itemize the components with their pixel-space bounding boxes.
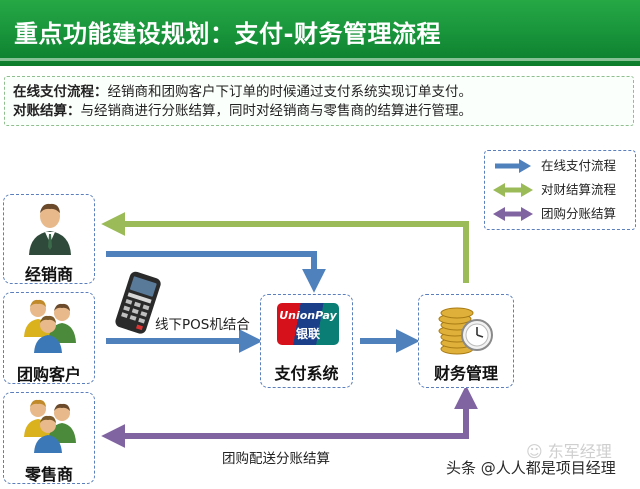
legend-label-group-split: 团购分账结算 xyxy=(541,206,617,221)
description-line-1: 在线支付流程：经销商和团购客户下订单的时候通过支付系统实现订单支付。 xyxy=(13,83,625,102)
header-banner: 重点功能建设规划：支付-财务管理流程 xyxy=(0,0,640,66)
group-people-icon xyxy=(24,299,76,353)
unionpay-logo: UnionPay 银联 xyxy=(277,303,339,345)
arrow-finance-to-dealer xyxy=(101,212,469,283)
arrow-finance-to-retailer xyxy=(101,398,469,448)
unionpay-logo-text: UnionPay xyxy=(279,309,337,322)
edge-label-group-settlement: 团购配送分账结算 xyxy=(222,451,330,467)
node-finance-label: 财务管理 xyxy=(433,364,498,383)
legend-item-group-split: 团购分账结算 xyxy=(493,205,633,223)
node-group-customer: 团购客户 xyxy=(3,292,95,384)
legend-arrow-purple-icon xyxy=(493,207,533,221)
term-separator: ： xyxy=(94,84,108,100)
legend-arrow-green-icon xyxy=(493,183,533,197)
unionpay-logo-cn: 银联 xyxy=(295,327,320,341)
term-separator: ： xyxy=(67,103,81,119)
legend-item-settlement: 对财结算流程 xyxy=(493,181,633,199)
legend-arrow-blue-icon xyxy=(495,159,531,173)
coins-clock-icon xyxy=(438,307,493,355)
node-retailer-label: 零售商 xyxy=(24,465,73,484)
description-box: 在线支付流程：经销商和团购客户下订单的时候通过支付系统实现订单支付。 对账结算：… xyxy=(4,76,634,126)
node-payment-system: UnionPay 银联 支付系统 xyxy=(260,294,353,388)
reconciliation-text: 与经销商进行分账结算，同时对经销商与零售商的结算进行管理。 xyxy=(80,103,473,119)
watermark-text: 头条 @人人都是项目经理 xyxy=(446,459,616,477)
legend-label-online-payment: 在线支付流程 xyxy=(541,158,617,173)
description-line-2: 对账结算：与经销商进行分账结算，同时对经销商与零售商的结算进行管理。 xyxy=(13,102,625,121)
node-finance: 财务管理 xyxy=(418,294,514,388)
pos-terminal-icon xyxy=(115,271,161,334)
faint-watermark: ☺ 东军经理 xyxy=(526,442,612,461)
node-group-customer-label: 团购客户 xyxy=(16,365,81,384)
node-dealer-label: 经销商 xyxy=(24,265,73,284)
retailer-people-icon xyxy=(24,399,76,453)
term-online-payment: 在线支付流程 xyxy=(13,84,94,100)
edge-label-pos: 线下POS机结合 xyxy=(155,317,250,333)
legend-label-settlement: 对财结算流程 xyxy=(541,182,617,197)
header-divider xyxy=(0,58,640,61)
node-retailer: 零售商 xyxy=(3,392,95,484)
node-dealer: 经销商 xyxy=(3,194,95,284)
node-payment-system-label: 支付系统 xyxy=(274,364,339,383)
legend: 在线支付流程 对财结算流程 团购分账结算 xyxy=(484,150,636,230)
businessman-icon xyxy=(29,203,71,255)
page-title: 重点功能建设规划：支付-财务管理流程 xyxy=(14,20,441,48)
arrow-dealer-to-payment xyxy=(106,251,326,293)
online-payment-text: 经销商和团购客户下订单的时候通过支付系统实现订单支付。 xyxy=(107,84,473,100)
legend-item-online-payment: 在线支付流程 xyxy=(493,157,633,175)
term-reconciliation: 对账结算 xyxy=(13,103,67,119)
